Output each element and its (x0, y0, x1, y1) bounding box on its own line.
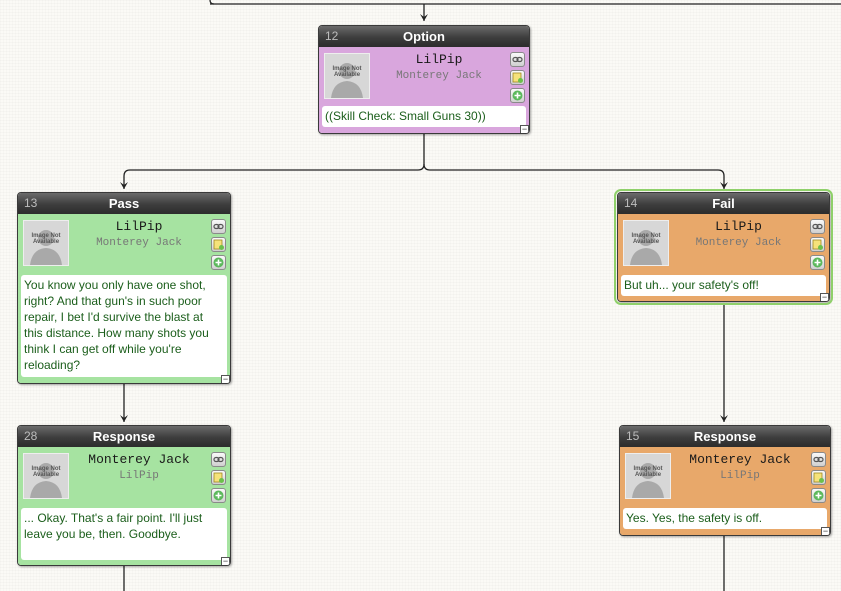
note-icon (813, 472, 824, 483)
listener-name: LilPip (119, 470, 159, 482)
node-id: 14 (624, 196, 638, 210)
add-icon (213, 257, 224, 268)
add-button[interactable] (211, 488, 226, 503)
node-header[interactable]: 14 Fail (618, 193, 829, 214)
link-icon (213, 223, 224, 230)
note-button[interactable] (211, 470, 226, 485)
speaker-name: LilPip (715, 219, 762, 234)
avatar-placeholder-text: Image Not Available (31, 233, 61, 245)
add-icon (213, 490, 224, 501)
add-button[interactable] (211, 255, 226, 270)
add-icon (512, 90, 523, 101)
note-button[interactable] (510, 70, 525, 85)
node-header[interactable]: 28 Response (18, 426, 230, 447)
avatar-placeholder: Image Not Available (625, 453, 671, 499)
note-button[interactable] (211, 237, 226, 252)
dialogue-text[interactable]: But uh... your safety's off! (621, 275, 826, 296)
wire-12-right (423, 163, 728, 189)
speaker-name: LilPip (115, 219, 163, 234)
node-id: 28 (24, 429, 38, 443)
avatar-placeholder: Image Not Available (623, 220, 669, 266)
link-button[interactable] (510, 52, 525, 67)
dialogue-node[interactable]: 14 Fail Image Not Available LilPip Monte… (614, 189, 833, 305)
link-button[interactable] (211, 452, 226, 467)
node-type-title: Option (403, 29, 445, 44)
listener-name: LilPip (720, 470, 760, 482)
node-body: Image Not Available LilPip Monterey Jack… (319, 47, 529, 134)
node-type-title: Response (693, 429, 757, 444)
avatar-placeholder: Image Not Available (23, 220, 69, 266)
node-header[interactable]: 15 Response (620, 426, 830, 447)
node-header[interactable]: 13 Pass (18, 193, 230, 214)
add-icon (812, 257, 823, 268)
dialogue-text[interactable]: ... Okay. That's a fair point. I'll just… (21, 508, 227, 560)
node-body: Image Not Available LilPip Monterey Jack… (618, 214, 829, 302)
minus-icon[interactable]: − (820, 292, 829, 302)
avatar-placeholder-text: Image Not Available (633, 466, 663, 478)
dialogue-text[interactable]: You know you only have one shot, right? … (21, 275, 227, 377)
minus-icon[interactable]: − (221, 556, 230, 566)
note-button[interactable] (811, 470, 826, 485)
listener-name: Monterey Jack (396, 70, 482, 82)
note-icon (512, 72, 523, 83)
node-id: 12 (325, 29, 339, 43)
minus-icon[interactable]: − (821, 526, 830, 536)
listener-name: Monterey Jack (695, 237, 782, 249)
dialogue-node[interactable]: 15 Response Image Not Available Monterey… (619, 425, 831, 536)
node-body: Image Not Available Monterey Jack LilPip… (620, 447, 830, 536)
dialogue-node[interactable]: 28 Response Image Not Available Monterey… (17, 425, 231, 566)
minus-icon[interactable]: − (221, 374, 230, 384)
link-icon (213, 456, 224, 463)
avatar-placeholder: Image Not Available (23, 453, 69, 499)
node-id: 15 (626, 429, 640, 443)
dialogue-text[interactable]: Yes. Yes, the safety is off. (623, 508, 827, 529)
add-icon (813, 490, 824, 501)
note-button[interactable] (810, 237, 825, 252)
dialogue-node[interactable]: 12 Option Image Not Available LilPip Mon… (318, 25, 530, 134)
speaker-name: Monterey Jack (689, 452, 791, 467)
note-icon (812, 239, 823, 250)
speaker-name: Monterey Jack (88, 452, 190, 467)
dialogue-node[interactable]: 13 Pass Image Not Available LilPip Monte… (17, 192, 231, 384)
node-id: 13 (24, 196, 38, 210)
note-icon (213, 239, 224, 250)
node-type-title: Fail (712, 196, 735, 211)
avatar-placeholder-text: Image Not Available (31, 466, 61, 478)
add-button[interactable] (811, 488, 826, 503)
link-icon (812, 223, 823, 230)
node-type-title: Pass (108, 196, 140, 211)
wire-top-branch-left (209, 0, 215, 5)
node-type-title: Response (92, 429, 156, 444)
add-button[interactable] (510, 88, 525, 103)
node-body: Image Not Available Monterey Jack LilPip… (18, 447, 230, 566)
dialogue-text[interactable]: ((Skill Check: Small Guns 30)) (322, 106, 526, 127)
link-icon (813, 456, 824, 463)
node-header[interactable]: 12 Option (319, 26, 529, 47)
link-button[interactable] (811, 452, 826, 467)
link-button[interactable] (211, 219, 226, 234)
add-button[interactable] (810, 255, 825, 270)
note-icon (213, 472, 224, 483)
minus-icon[interactable]: − (520, 124, 529, 134)
link-button[interactable] (810, 219, 825, 234)
listener-name: Monterey Jack (96, 237, 182, 249)
wire-12-down (120, 134, 425, 189)
link-icon (512, 56, 523, 63)
avatar-placeholder-text: Image Not Available (631, 233, 661, 245)
avatar-placeholder: Image Not Available (324, 53, 370, 99)
node-body: Image Not Available LilPip Monterey Jack… (18, 214, 230, 384)
avatar-placeholder-text: Image Not Available (332, 66, 362, 78)
speaker-name: LilPip (415, 52, 463, 67)
